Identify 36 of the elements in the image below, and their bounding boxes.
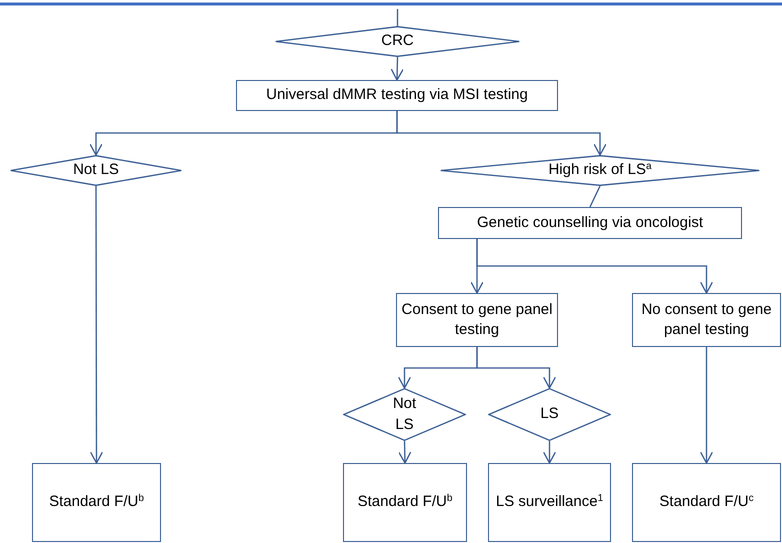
connector-line [396, 9, 398, 26]
node-label: LS [540, 404, 559, 424]
node-label: Standard F/U$^{b}$ [358, 492, 452, 512]
arrow [700, 347, 714, 464]
decision-diamond [488, 388, 611, 441]
node-label: LS surveillance$^{1}$ [496, 492, 604, 512]
node-label: Standard F/U$^{c}$ [659, 492, 754, 512]
process-box [32, 463, 161, 542]
decision-diamond [275, 26, 520, 57]
node-label: Not LS [392, 394, 418, 434]
decision-diamond [343, 388, 466, 441]
decision-diamond [440, 155, 760, 186]
process-box [396, 293, 558, 347]
process-box [632, 463, 781, 542]
arrow [396, 111, 607, 156]
node-label: No consent to gene panel testing [640, 300, 773, 340]
process-box [236, 80, 558, 111]
process-box [632, 293, 781, 347]
node-label: Standard F/U$^{b}$ [49, 492, 144, 512]
arrow [542, 441, 556, 464]
arrow [390, 56, 404, 81]
node-label: Genetic counselling via oncologist [477, 212, 703, 233]
arrow [476, 239, 714, 294]
node-label: Not LS [73, 160, 119, 180]
decision-diamond [10, 155, 182, 186]
arrow [398, 440, 412, 464]
arrow [90, 186, 104, 464]
node-label: Universal dMMR testing via MSI testing [266, 85, 528, 106]
process-box [488, 463, 611, 542]
connector-line [589, 186, 601, 208]
node-label: CRC [381, 31, 414, 52]
arrow [476, 347, 556, 389]
process-box [438, 207, 742, 239]
process-box [343, 463, 467, 542]
node-label: Consent to gene panel testing [401, 300, 553, 340]
node-label: High risk of LS$^{a}$ [548, 160, 652, 180]
